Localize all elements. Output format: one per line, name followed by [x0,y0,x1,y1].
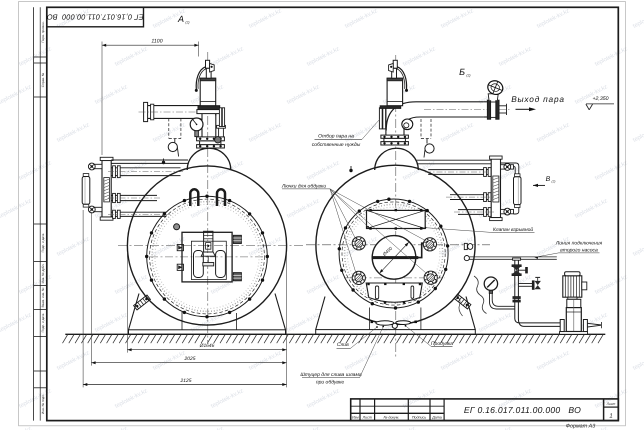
svg-text:В: В [546,176,551,183]
svg-text:№ докум.: № докум. [383,415,399,419]
svg-text:Продувка: Продувка [431,341,453,347]
svg-text:Инв. № дубл.: Инв. № дубл. [41,264,45,284]
svg-text:Изм: Изм [352,415,359,419]
svg-text:(2): (2) [185,21,189,25]
svg-text:второго насоса: второго насоса [560,248,598,254]
svg-text:Б: Б [459,67,465,77]
svg-text:(2): (2) [466,74,470,78]
svg-text:Ø1646: Ø1646 [199,343,215,349]
svg-text:Клапан взрывной: Клапан взрывной [493,227,534,233]
svg-text:Лючки для обдувки: Лючки для обдувки [281,183,327,189]
svg-text:Формат А3: Формат А3 [566,423,596,429]
svg-text:1100: 1100 [151,39,162,45]
svg-text:при обдувке: при обдувке [316,379,345,385]
svg-text:Выход пара: Выход пара [511,94,565,104]
svg-text:Подпись: Подпись [412,415,426,419]
svg-text:Дата: Дата [431,415,441,419]
svg-text:Подп. и дата: Подп. и дата [41,233,45,252]
svg-text:Слив: Слив [337,342,349,348]
svg-text:Перв. примен.: Перв. примен. [41,21,45,42]
svg-text:(2): (2) [552,180,556,184]
svg-text:собственные нужды: собственные нужды [312,142,361,148]
svg-text:Инв. № подл.: Инв. № подл. [41,394,45,414]
svg-text:1: 1 [609,413,612,420]
svg-text:А: А [177,14,184,24]
svg-text:Подп. и дата: Подп. и дата [41,313,45,332]
svg-text:Справ. №: Справ. № [41,72,45,87]
svg-text:Штуцер для слива шлама: Штуцер для слива шлама [300,372,362,378]
svg-text:ЕГ 0.16.017.011.00.000 ВО: ЕГ 0.16.017.011.00.000 ВО [464,405,581,415]
svg-text:Отбор пара на: Отбор пара на [318,134,354,140]
svg-text:Лист: Лист [362,415,372,419]
svg-text:2025: 2025 [184,356,196,362]
svg-text:Лист: Лист [606,402,616,406]
svg-text:2125: 2125 [180,378,192,384]
svg-text:Линия подключения: Линия подключения [555,241,603,247]
svg-text:ЕГ 0,16.017.011.00.000 ВО: ЕГ 0,16.017.011.00.000 ВО [47,12,144,21]
svg-text:+2,350: +2,350 [592,96,608,102]
svg-text:Взам. инв. №: Взам. инв. № [41,287,45,307]
